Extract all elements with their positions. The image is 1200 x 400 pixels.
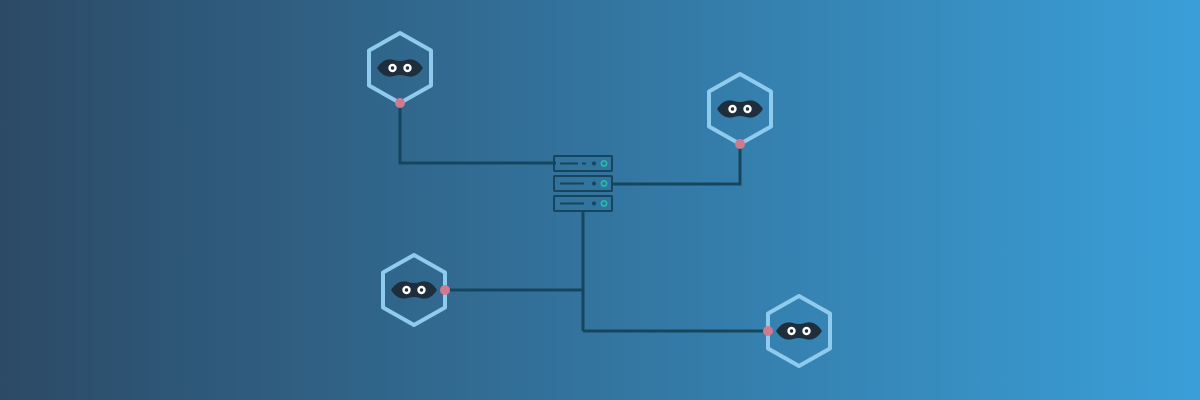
port-dot bbox=[440, 285, 450, 295]
connector-top-right bbox=[611, 144, 742, 186]
masked-bandit-hexagon-icon bbox=[377, 59, 423, 77]
masked-bandit-hexagon-icon bbox=[391, 281, 437, 299]
node-top-left bbox=[367, 31, 433, 108]
port-dot bbox=[763, 326, 773, 336]
node-bottom-left bbox=[381, 253, 450, 327]
masked-bandit-hexagon-icon bbox=[776, 322, 822, 340]
connector-lines bbox=[398, 103, 769, 333]
node-top-right bbox=[707, 72, 773, 149]
server-rack-icon bbox=[553, 155, 613, 212]
port-dot bbox=[395, 98, 405, 108]
port-dot bbox=[735, 139, 745, 149]
node-bottom-right bbox=[763, 294, 832, 368]
masked-bandit-hexagon-icon bbox=[717, 100, 763, 118]
connector-top-left bbox=[398, 103, 556, 165]
